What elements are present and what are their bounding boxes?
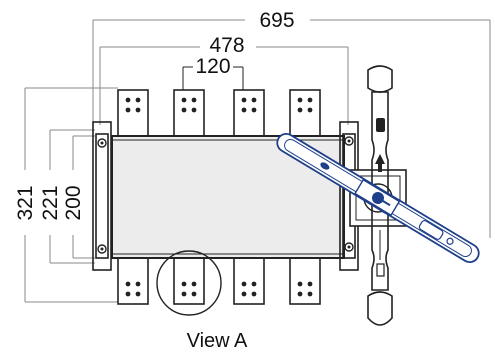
terminal-bottom-4 [289,257,321,305]
dimension-terminal-pitch: 120 [182,55,244,90]
terminals-bottom [117,257,321,305]
dimension-mount-height: 221 [39,129,95,264]
mounting-bracket-left [92,121,112,271]
handle-rotated [276,132,480,264]
terminals-top [117,89,321,137]
terminal-bottom-1 [117,257,149,305]
terminal-bottom-3 [233,257,265,305]
dimension-overall-height: 321 [14,87,118,303]
terminal-top-2 [173,89,205,137]
dimension-body-height: 200 [62,135,95,259]
dimension-label-695: 695 [259,9,294,32]
dimension-body-width: 478 [99,34,349,125]
terminal-top-1 [117,89,149,137]
terminal-bottom-2 [173,257,205,305]
dimension-label-478: 478 [209,34,244,57]
dimension-label-321: 321 [14,185,37,220]
terminal-top-4 [289,89,321,137]
dimension-label-221: 221 [39,185,62,220]
handle-vertical [367,65,393,326]
dimension-label-200: 200 [62,185,85,220]
dimension-label-120: 120 [195,55,230,78]
view-a-marker [156,250,222,316]
view-a-label: View A [187,330,248,352]
terminal-top-3 [233,89,265,137]
